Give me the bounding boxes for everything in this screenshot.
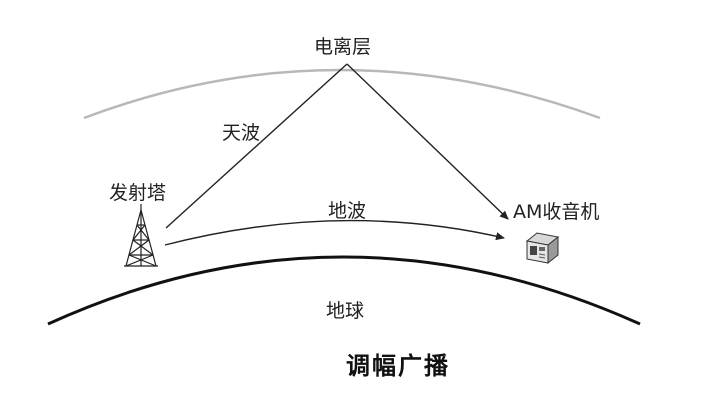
tower-icon [124, 204, 158, 267]
earth-label: 地球 [326, 300, 365, 322]
ionosphere-label: 电离层 [314, 36, 372, 58]
ground-wave-label: 地波 [328, 200, 367, 222]
ionosphere-arc [83, 68, 601, 120]
diagram-caption: 调幅广播 [346, 351, 450, 380]
tower-label: 发射塔 [109, 182, 167, 204]
sky-wave-up-line [165, 63, 348, 229]
receiver-label: AM收音机 [513, 201, 600, 223]
sky-wave-down-arrow [346, 63, 509, 220]
earth-arc [47, 255, 641, 326]
sky-wave-label: 天波 [222, 122, 261, 144]
radio-icon [525, 232, 560, 265]
ground-wave-arrow [164, 219, 505, 246]
